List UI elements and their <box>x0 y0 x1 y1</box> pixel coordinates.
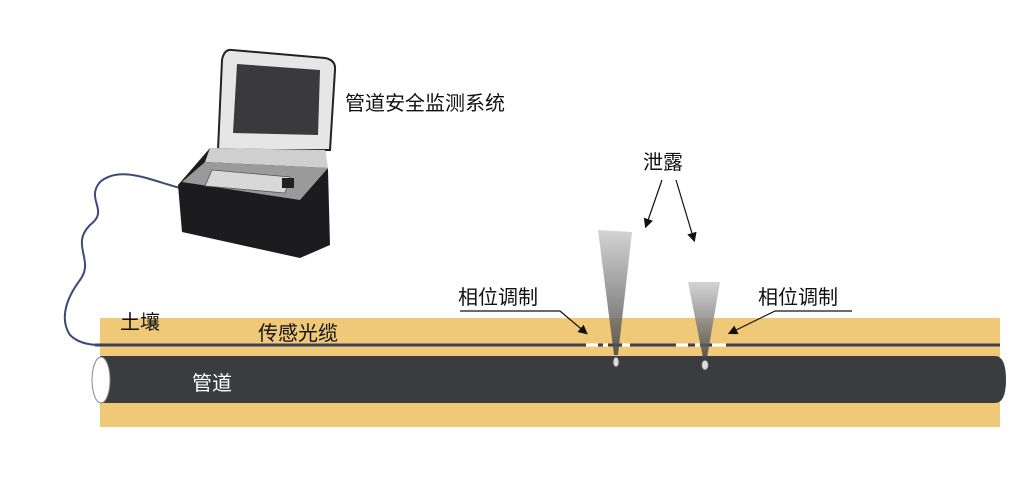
device-keyboard <box>204 169 291 194</box>
phase-mod-label-right: 相位调制 <box>758 285 838 309</box>
device-cable <box>63 173 181 346</box>
leak-arrow-left <box>643 179 663 229</box>
pipe-label: 管道 <box>192 371 232 395</box>
phase-mod-pointer-right <box>727 310 852 335</box>
leak-spray-left <box>598 230 632 355</box>
monitoring-device <box>178 48 337 258</box>
soil-label: 土壤 <box>120 310 160 334</box>
leak-hole-right <box>701 359 709 371</box>
cable-label: 传感光缆 <box>258 321 338 345</box>
leak-label: 泄露 <box>643 150 683 174</box>
pipe-end <box>91 356 111 404</box>
system-label: 管道安全监测系统 <box>345 91 505 115</box>
device-touchpad <box>282 178 294 188</box>
leak-spray-right <box>688 282 720 358</box>
phase-mod-label-left: 相位调制 <box>458 285 538 309</box>
device-control-panel <box>205 148 328 168</box>
pipe <box>100 356 1006 403</box>
leak-hole-left <box>612 356 620 368</box>
phase-mod-pointer-left <box>460 310 588 335</box>
leak-arrow-right <box>675 179 697 243</box>
device-screen <box>233 64 320 135</box>
